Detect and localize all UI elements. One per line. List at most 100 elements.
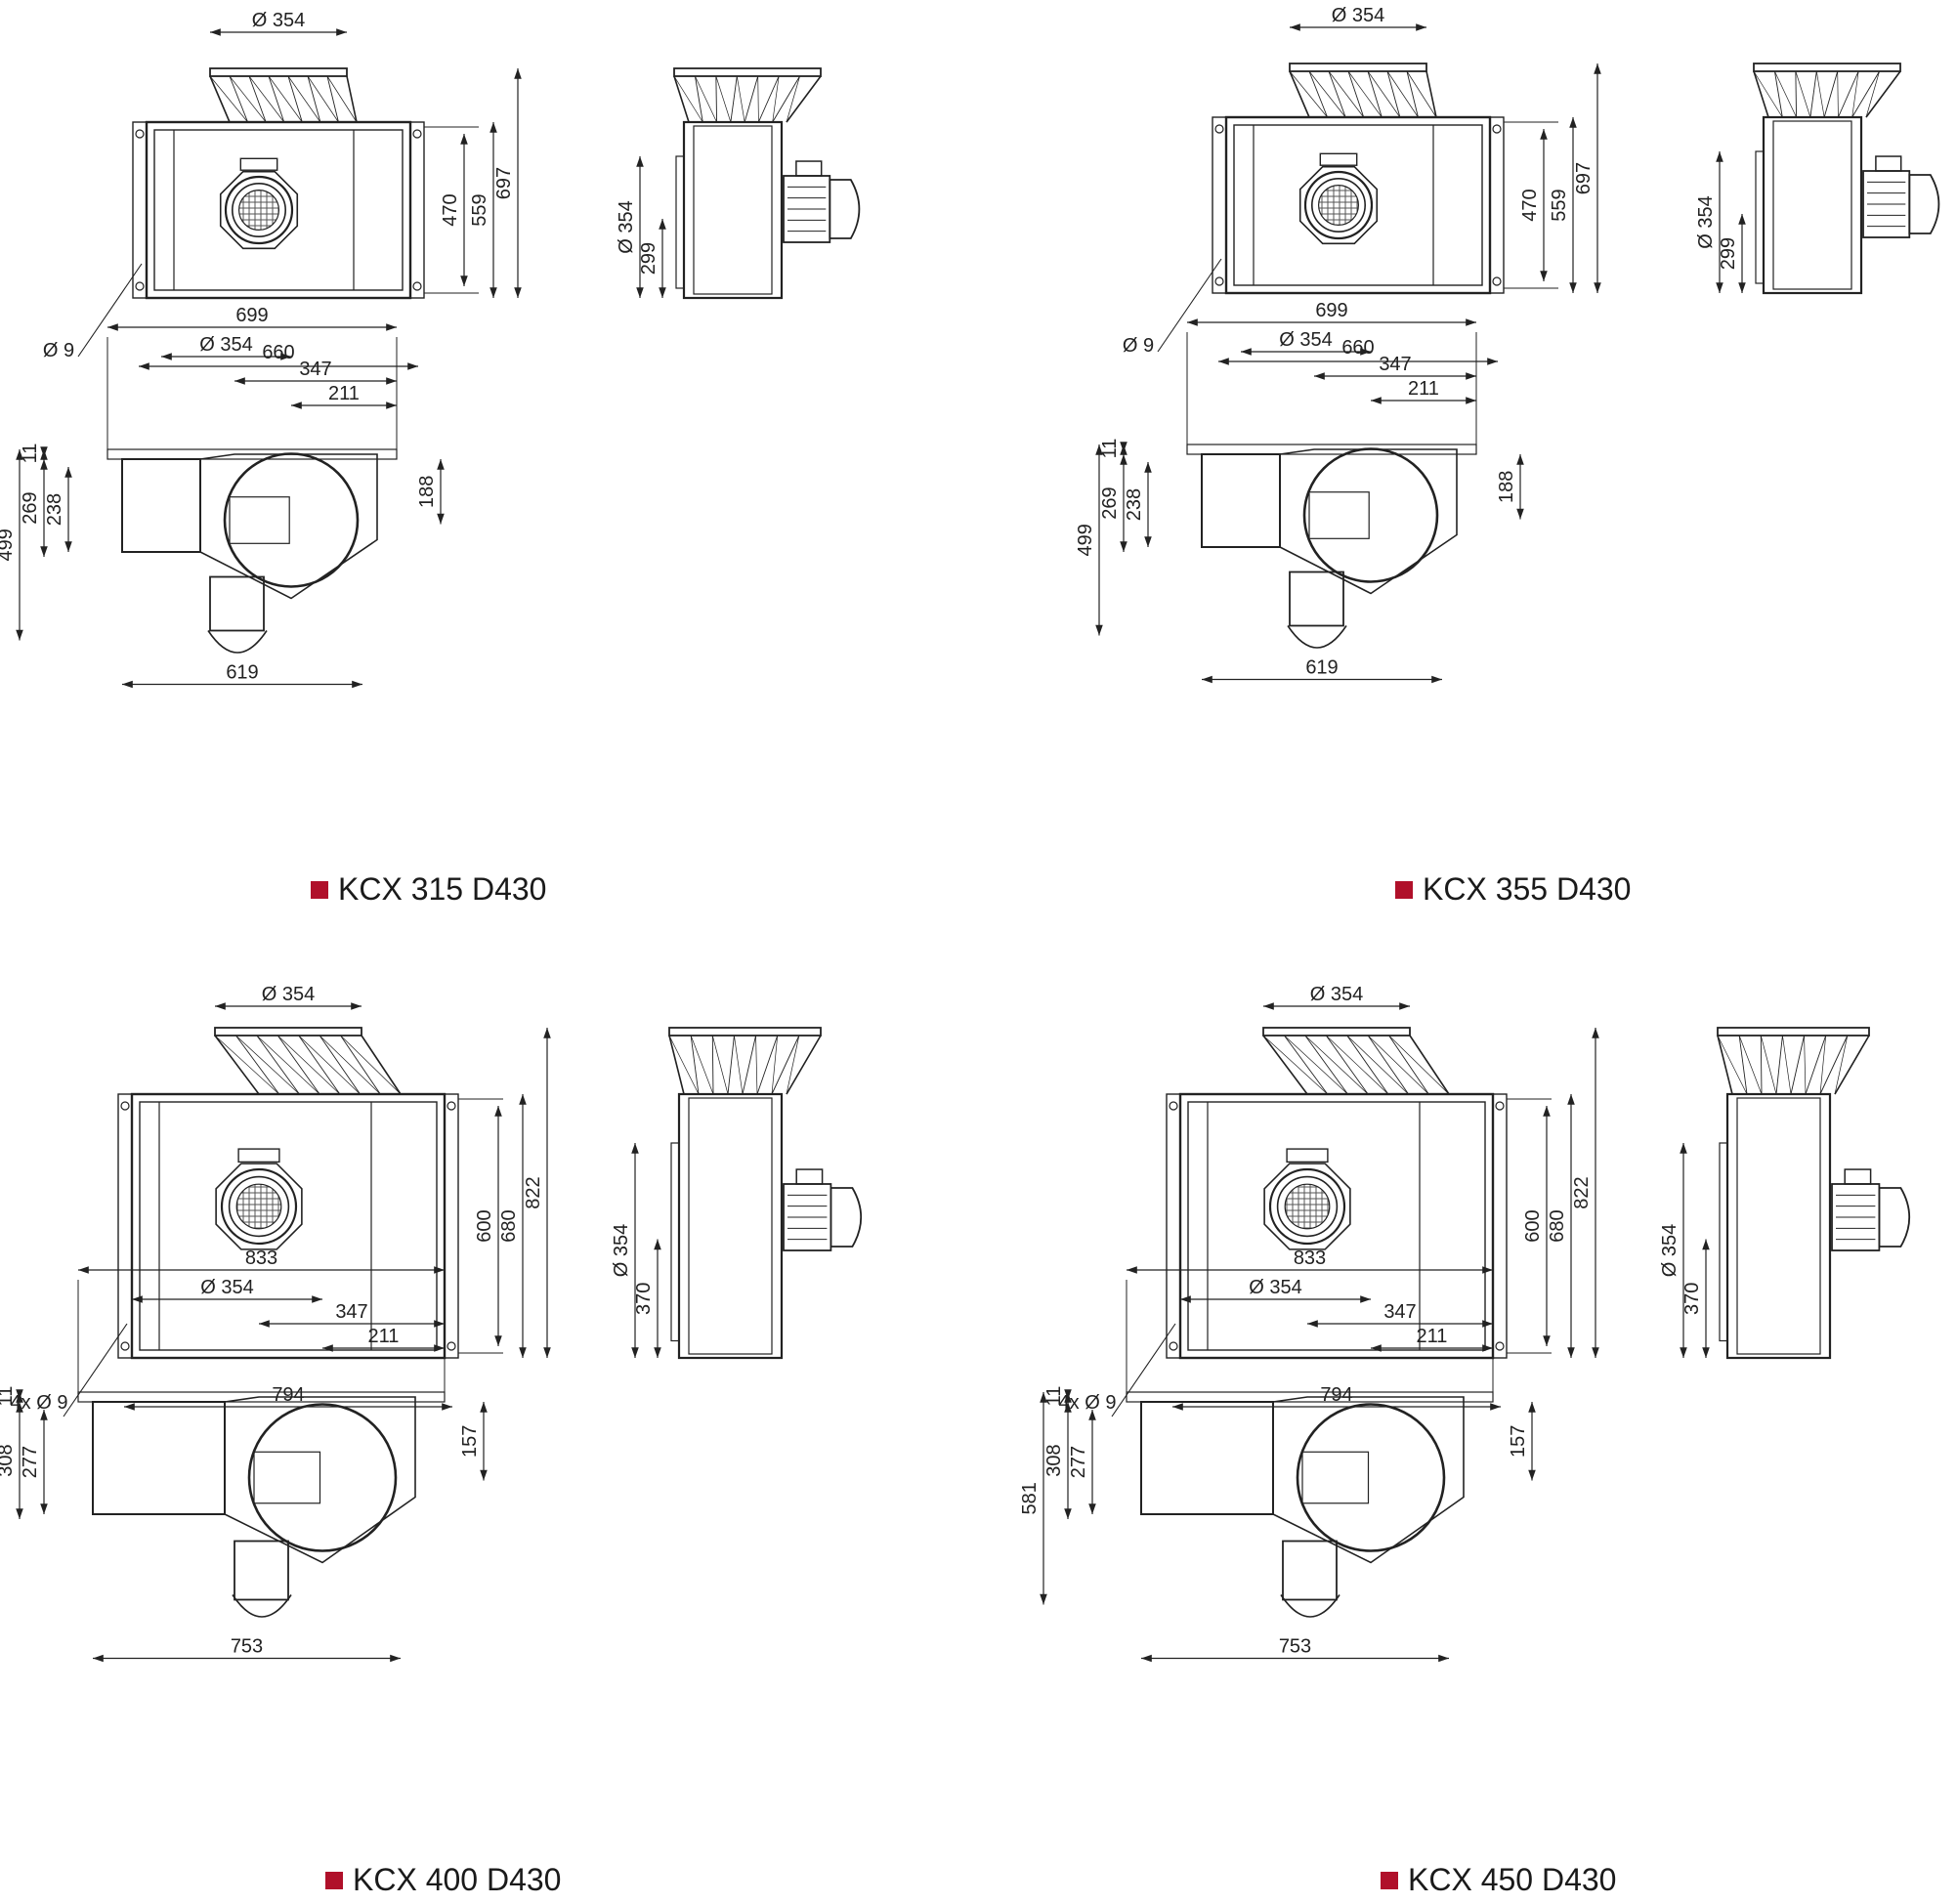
cone-rib	[214, 1035, 279, 1095]
cone-rib	[1775, 1035, 1783, 1095]
mounting-hole	[1169, 1101, 1178, 1111]
leader-line	[77, 263, 143, 358]
mounting-frame	[1166, 1093, 1508, 1359]
cone-rib	[307, 75, 339, 123]
dimension-label: Ø 354	[1659, 1224, 1680, 1277]
mounting-hole	[1214, 276, 1224, 286]
cone-rib	[277, 1035, 341, 1095]
dimension-label: 157	[1508, 1425, 1529, 1458]
dimension-label: 157	[459, 1425, 481, 1458]
cone-rib	[1760, 1035, 1763, 1095]
cone-rib	[1386, 70, 1401, 118]
mounting-hole	[1492, 276, 1502, 286]
cone-rib	[1308, 70, 1346, 118]
cone-rib	[786, 75, 822, 123]
motor-housing	[1268, 1167, 1346, 1246]
dimension-label: Ø 354	[262, 984, 315, 1005]
leader-line	[1111, 1323, 1176, 1417]
cone-rib	[1809, 70, 1817, 118]
motor-fan-cap	[1908, 174, 1940, 234]
cone-rib	[690, 1035, 700, 1095]
terminal-box	[795, 160, 823, 177]
mounting-hole	[120, 1101, 130, 1111]
motor-fan-cover	[232, 183, 287, 238]
model-marker	[1395, 880, 1413, 899]
motor-cap	[232, 1594, 292, 1618]
dimension-label: 699	[235, 305, 268, 326]
model-label-kcx-315: KCX 315 D430	[311, 871, 546, 908]
cone-rib	[727, 1035, 735, 1095]
cone-rib	[1865, 70, 1901, 118]
mounting-hole	[1495, 1101, 1505, 1111]
dimension-label: 581	[1019, 1482, 1041, 1514]
cone-rib	[235, 1035, 280, 1095]
fan-casing	[145, 120, 412, 300]
impeller	[1308, 491, 1370, 539]
cone-rib	[694, 75, 703, 123]
dimension-label: 299	[638, 242, 659, 275]
dimension-label: Ø 354	[252, 10, 305, 31]
cone-rib	[1851, 70, 1880, 118]
fan-casing	[130, 1092, 447, 1360]
dimension-label: 277	[20, 1446, 41, 1478]
motor-flange	[215, 1163, 303, 1250]
inlet-collar	[1717, 1027, 1870, 1037]
dimension-label: 822	[1571, 1176, 1593, 1208]
cone-rib	[758, 75, 780, 123]
cone-rib	[1774, 70, 1797, 118]
cone-rib	[1367, 1035, 1429, 1095]
cone-rib	[711, 1035, 714, 1095]
dimension-label: 347	[335, 1301, 367, 1323]
cone-rib	[1406, 70, 1437, 118]
cone-rib	[757, 75, 759, 123]
mounting-hole	[447, 1101, 456, 1111]
cone-rib	[1834, 1035, 1849, 1095]
dimension-label: 499	[0, 529, 17, 561]
dimension-label: 699	[1315, 300, 1347, 321]
cone-rib	[1717, 1035, 1748, 1095]
casing-inner	[153, 129, 404, 291]
motor-fan-cap	[1878, 1187, 1910, 1248]
cone-rib	[1308, 70, 1328, 118]
cone-rib	[1328, 70, 1346, 118]
dimension-label: 4x Ø 9	[1059, 1392, 1117, 1414]
cone-rib	[361, 1035, 402, 1095]
cone-rib	[1773, 70, 1783, 118]
cone-rib	[248, 75, 267, 123]
cone-rib	[1409, 1035, 1450, 1095]
cone-rib	[209, 75, 248, 123]
mounting-hole	[120, 1341, 130, 1351]
dimension-label: 11	[20, 444, 41, 464]
cone-rib	[1738, 1035, 1748, 1095]
dimension-label: 347	[299, 359, 331, 380]
cone-rib	[326, 75, 339, 123]
dimension-label: 238	[1124, 488, 1145, 521]
cone-rib	[248, 75, 284, 123]
motor-housing	[220, 1167, 298, 1246]
casing-inner	[1233, 124, 1483, 286]
model-marker	[1381, 1871, 1398, 1889]
motor-fan-cap	[830, 1187, 862, 1248]
mounting-hole	[412, 129, 422, 139]
motor-housing	[224, 175, 294, 245]
outlet-duct	[121, 458, 201, 553]
dimension-label: 833	[1294, 1248, 1326, 1269]
side-casing	[1725, 1092, 1832, 1360]
dimension-label: 794	[272, 1384, 304, 1406]
cone-rib	[1760, 1035, 1777, 1095]
cone-rib	[1262, 1035, 1308, 1095]
dimension-label: 211	[368, 1326, 400, 1347]
cone-rib	[268, 75, 303, 123]
dimension-label: 660	[262, 342, 294, 363]
dimension-label: 269	[1099, 487, 1121, 519]
casing-inner	[139, 1101, 438, 1351]
cone-rib	[326, 75, 358, 123]
terminal-box	[795, 1168, 824, 1185]
dimension-label: 269	[20, 491, 41, 524]
